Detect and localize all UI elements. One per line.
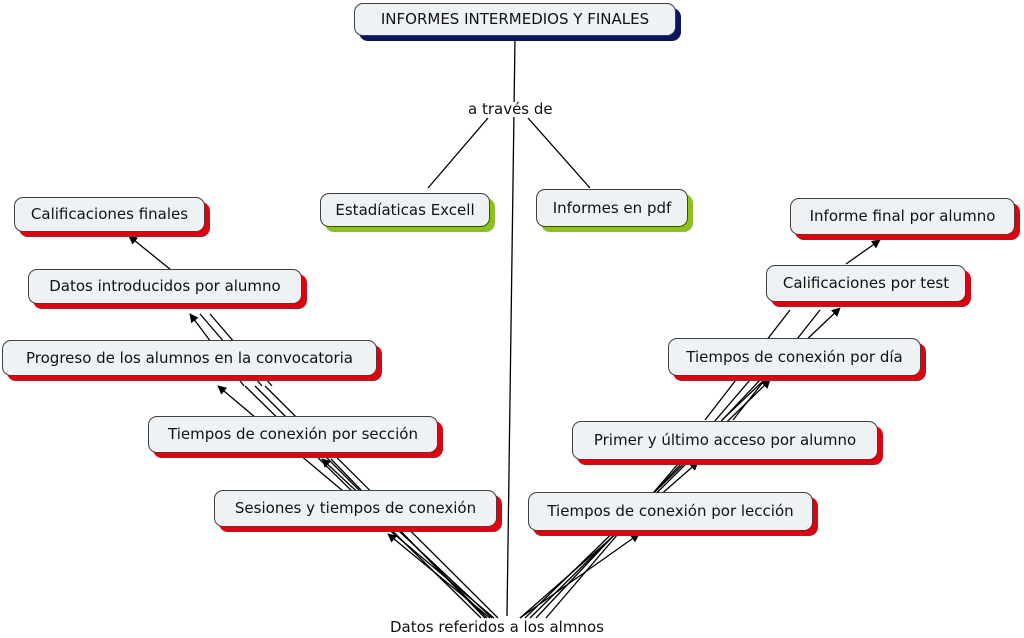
node-primer-ultimo-acceso[interactable]: Primer y último acceso por alumno: [572, 421, 878, 460]
link-label: a través de: [464, 102, 557, 117]
node-calificaciones-finales[interactable]: Calificaciones finales: [14, 197, 205, 232]
node-tiempos-por-dia[interactable]: Tiempos de conexión por día: [668, 338, 921, 376]
node-calificaciones-test[interactable]: Calificaciones por test: [766, 265, 966, 302]
node-informes-pdf[interactable]: Informes en pdf: [536, 189, 688, 227]
node-informe-final-alumno[interactable]: Informe final por alumno: [790, 198, 1015, 235]
node-estadisticas-excel[interactable]: Estadíaticas Excell: [320, 193, 490, 227]
node-sesiones-tiempos[interactable]: Sesiones y tiempos de conexión: [214, 490, 497, 527]
node-datos-introducidos[interactable]: Datos introducidos por alumno: [28, 269, 302, 304]
root-node[interactable]: INFORMES INTERMEDIOS Y FINALES: [354, 3, 676, 36]
source-label: Datos referidos a los almnos: [386, 620, 608, 635]
node-tiempos-por-leccion[interactable]: Tiempos de conexión por lección: [528, 492, 813, 531]
node-progreso-alumnos[interactable]: Progreso de los alumnos en la convocator…: [2, 340, 377, 376]
node-tiempos-por-seccion[interactable]: Tiempos de conexión por sección: [148, 416, 438, 453]
